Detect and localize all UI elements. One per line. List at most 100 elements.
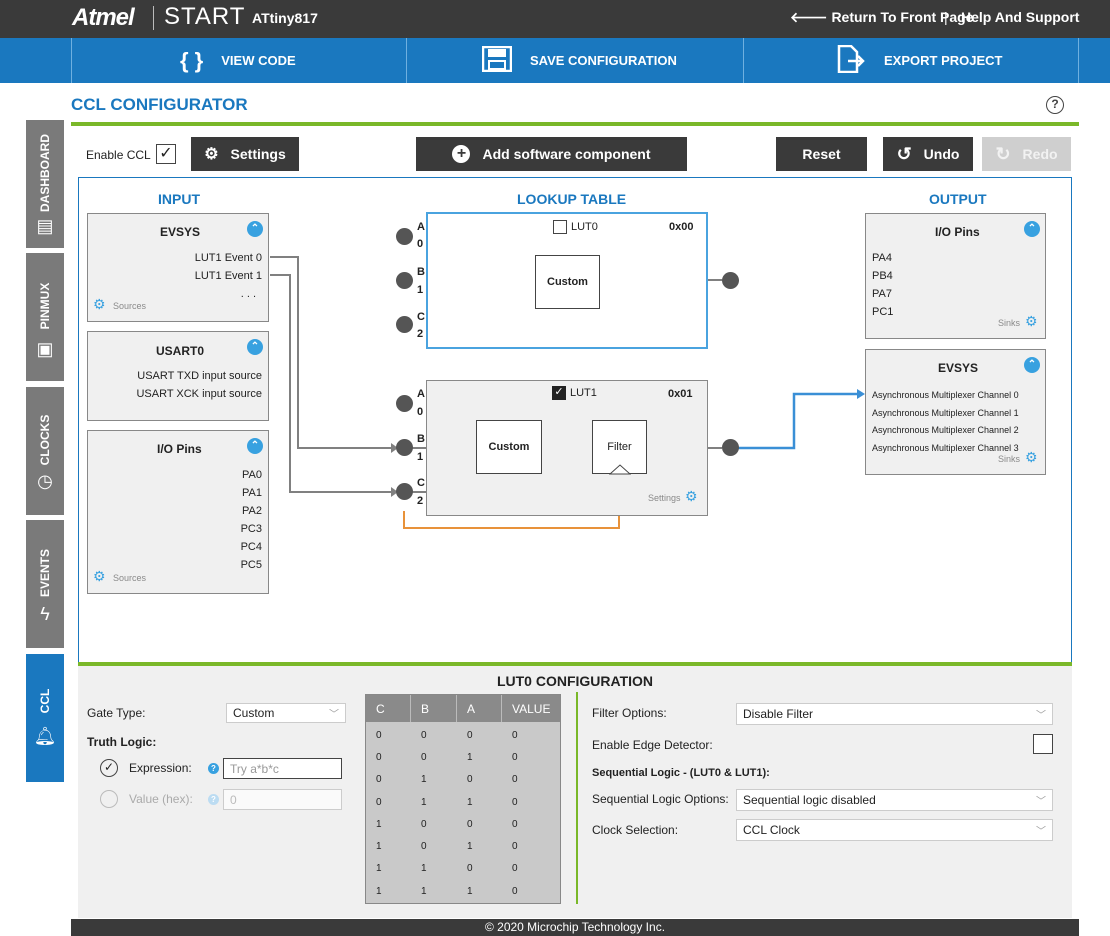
table-cell[interactable]: 0 [512,885,518,897]
lut1-pin-a[interactable] [396,395,413,412]
lut1-pin-b[interactable] [396,439,413,456]
gear-icon[interactable]: ⚙ [1025,313,1038,329]
gate-type-select[interactable]: Custom ﹀ [226,703,346,723]
redo-button[interactable]: ↻ Redo [982,137,1071,171]
lut0-pin-b[interactable] [396,272,413,289]
help-support-link[interactable]: Help And Support [961,9,1080,25]
gear-icon[interactable]: ⚙ [1025,449,1038,465]
export-project-button[interactable]: EXPORT PROJECT [836,38,1002,83]
lut1-custom-block[interactable]: Custom [476,420,542,474]
list-item[interactable]: PA1 [242,487,262,499]
expression-radio[interactable]: ✓ [100,759,118,777]
lut0-custom-block[interactable]: Custom [535,255,600,309]
table-cell[interactable]: 0 [512,841,518,853]
list-item[interactable]: PA7 [872,288,892,300]
lut0-block[interactable]: LUT0 0x00 Custom [426,212,708,349]
enable-ccl-checkbox[interactable]: ✓ [156,144,176,164]
output-evsys-box[interactable]: EVSYS ⌃ Asynchronous Multiplexer Channel… [865,349,1046,475]
sidebar-tab-events[interactable]: EVENTS ϟ [26,520,64,648]
table-cell[interactable]: 0 [512,751,518,763]
collapse-icon[interactable]: ⌃ [1024,357,1040,373]
clock-edge-icon [609,464,631,475]
lut0-pin-a[interactable] [396,228,413,245]
view-code-button[interactable]: { } VIEW CODE [180,47,296,73]
input-evsys-box[interactable]: EVSYS ⌃ LUT1 Event 0 LUT1 Event 1 . . . … [87,213,269,322]
list-item[interactable]: PA4 [872,252,892,264]
table-cell[interactable]: 0 [512,863,518,875]
list-item[interactable]: LUT1 Event 0 [194,252,262,264]
save-configuration-button[interactable]: SAVE CONFIGURATION [481,38,677,83]
table-cell[interactable]: 0 [512,796,518,808]
output-io-pins-box[interactable]: I/O Pins ⌃ PA4 PB4 PA7 PC1 Sinks ⚙ [865,213,1046,339]
list-item[interactable]: USART XCK input source [136,388,262,400]
input-io-title: I/O Pins [157,442,202,456]
collapse-icon[interactable]: ⌃ [247,221,263,237]
lut1-block[interactable]: ✓ LUT1 0x01 Custom Filter Settings ⚙ [426,380,708,516]
chip-icon: ▣ [36,339,54,359]
gear-icon[interactable]: ⚙ [685,488,698,504]
table-cell: 1 [467,751,473,763]
collapse-icon[interactable]: ⌃ [1024,221,1040,237]
list-item[interactable]: Asynchronous Multiplexer Channel 1 [872,408,1019,418]
list-item[interactable]: PB4 [872,270,893,282]
lut1-output-pin[interactable] [722,439,739,456]
value-hex-radio[interactable] [100,790,118,808]
list-item[interactable]: Asynchronous Multiplexer Channel 0 [872,390,1019,400]
pin-number: 1 [417,451,424,463]
help-icon[interactable]: ? [1046,96,1064,114]
edge-detector-checkbox[interactable] [1033,734,1053,754]
undo-button[interactable]: ↺ Undo [883,137,973,171]
lut0-enable-checkbox[interactable] [553,220,567,234]
clock-selection-select[interactable]: CCL Clock ﹀ [736,819,1053,841]
expression-input[interactable]: Try a*b*c [223,758,342,779]
sidebar-tab-ccl[interactable]: CCL 🔔︎ [26,654,64,782]
gate-type-label: Gate Type: [87,706,146,720]
reset-button[interactable]: Reset [776,137,867,171]
gear-icon[interactable]: ⚙ [93,296,106,312]
list-item[interactable]: PC3 [240,523,262,535]
list-item[interactable]: PA0 [242,469,262,481]
sequential-logic-heading: Sequential Logic - (LUT0 & LUT1): [592,767,770,779]
lut0-pin-c[interactable] [396,316,413,333]
add-software-component-button[interactable]: + Add software component [416,137,687,171]
settings-button[interactable]: ⚙ Settings [191,137,299,171]
filter-options-select[interactable]: Disable Filter ﹀ [736,703,1053,725]
list-item[interactable]: PC5 [240,559,262,571]
sidebar-tab-pinmux[interactable]: PINMUX ▣ [26,253,64,381]
action-bar [0,38,1110,83]
list-item[interactable]: PC1 [872,306,894,318]
braces-icon: { } [180,47,204,73]
list-item[interactable]: USART TXD input source [137,370,262,382]
table-cell[interactable]: 0 [512,818,518,830]
table-cell[interactable]: 0 [512,774,518,786]
table-cell: 1 [421,796,427,808]
pin-label: A [417,388,425,400]
sequential-options-select[interactable]: Sequential logic disabled ﹀ [736,789,1053,811]
list-item[interactable]: Asynchronous Multiplexer Channel 2 [872,425,1019,435]
help-icon[interactable]: ? [208,794,219,805]
list-item[interactable]: PA2 [242,505,262,517]
collapse-icon[interactable]: ⌃ [247,438,263,454]
lut1-enable-checkbox[interactable]: ✓ [552,386,566,400]
list-item[interactable]: LUT1 Event 1 [194,270,262,282]
chevron-down-icon: ﹀ [1036,710,1046,722]
help-icon[interactable]: ? [208,763,219,774]
sidebar-tab-dashboard[interactable]: DASHBOARD ▤ [26,120,64,248]
list-item[interactable]: Asynchronous Multiplexer Channel 3 [872,443,1019,453]
brand-divider [153,6,154,30]
sidebar-tab-clocks[interactable]: CLOCKS ◷ [26,387,64,515]
collapse-icon[interactable]: ⌃ [247,339,263,355]
output-io-title: I/O Pins [935,225,980,239]
gear-icon[interactable]: ⚙ [93,568,106,584]
lut0-output-pin[interactable] [722,272,739,289]
return-front-page-link[interactable]: 🡐 Return To Front Page [790,9,974,25]
table-cell[interactable]: 0 [512,729,518,741]
top-bar [0,0,1110,38]
input-io-pins-box[interactable]: I/O Pins ⌃ PA0 PA1 PA2 PC3 PC4 PC5 ⚙ Sou… [87,430,269,594]
value-hex-input[interactable]: 0 [223,789,342,810]
page-title: CCL CONFIGURATOR [71,95,248,114]
input-usart0-box[interactable]: USART0 ⌃ USART TXD input source USART XC… [87,331,269,421]
list-item[interactable]: PC4 [240,541,262,553]
lut1-pin-c[interactable] [396,483,413,500]
